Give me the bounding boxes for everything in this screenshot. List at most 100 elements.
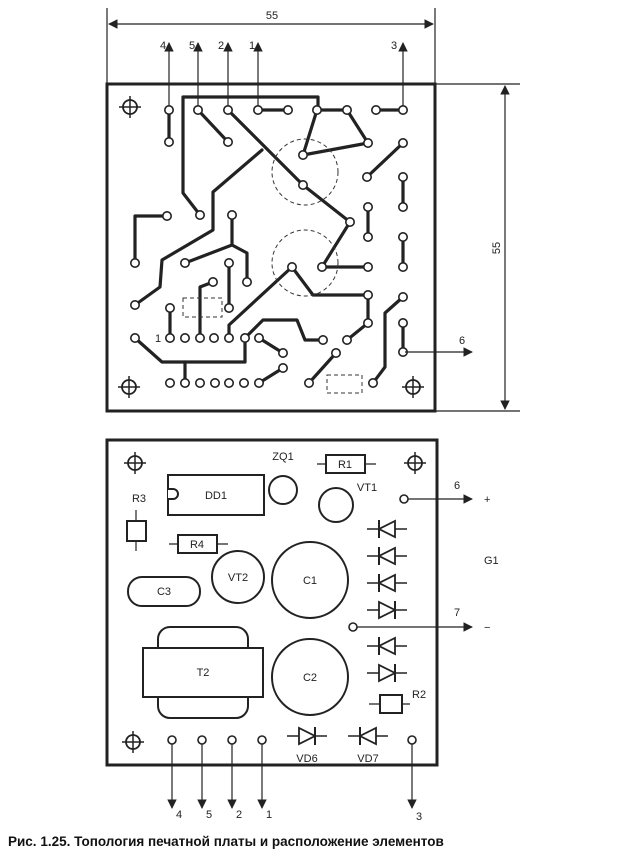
solder-pad [180,332,191,343]
dimension-width: 55 [106,8,436,83]
solder-pad [297,150,308,161]
solder-pad [227,210,238,221]
solder-pad [209,332,220,343]
g1-label: G1 [484,555,499,567]
terminal-7-label: 7 [454,607,460,619]
bottom-pin-label-4: 4 [176,809,182,821]
solder-pad [165,377,176,388]
solder-pad [164,137,175,148]
c3-label: C3 [157,586,171,598]
dd1-label: DD1 [205,490,227,502]
figure-caption: Рис. 1.25. Топология печатной платы и ра… [8,834,444,849]
mounting-hole-icon [402,376,424,398]
solder-pad [362,202,373,213]
top-pin-label-2: 2 [218,40,224,52]
solder-pad [341,334,352,345]
diode-icon [367,636,407,656]
component-c1: C1 [271,541,349,619]
diode-icon [367,519,407,539]
dimension-height-label: 55 [491,242,503,254]
component-r1: R1 [317,454,376,474]
solder-pad [223,105,234,116]
component-outlines-dashed [182,138,363,394]
solder-pad [180,257,191,268]
component-dd1: DD1 [167,474,265,516]
solder-pad [397,291,408,302]
solder-pad [362,289,373,300]
component-r2: R2 [369,689,426,714]
diode-icon [348,726,388,746]
bottom-board-outline [105,438,439,767]
top-pin-label-1: 1 [249,40,255,52]
mounting-hole-icon [124,452,146,474]
solder-pad [362,261,373,272]
c1-label: C1 [303,575,317,587]
solder-pad [344,217,355,228]
terminal-6-label: 6 [454,480,460,492]
vt1-label: VT1 [357,482,377,494]
solder-pad [239,377,250,388]
component-vd7: VD7 [348,726,388,765]
solder-pad [130,332,141,343]
solder-pad [397,261,408,272]
component-vd6: VD6 [287,726,327,765]
terminal-7-sign: − [484,622,490,634]
solder-pad [277,347,288,358]
top-board-outline [105,82,437,413]
solder-pad [317,334,328,345]
solder-pad [370,105,381,116]
r1-label: R1 [338,459,352,471]
solder-pad [297,180,308,191]
bottom-pin-label-1: 1 [266,809,272,821]
output-label-6: 6 [459,335,465,347]
bottom-pin-label-3: 3 [416,811,422,823]
solder-pad [195,210,206,221]
solder-pad [311,105,322,116]
solder-pad [242,276,253,287]
solder-pad [210,377,221,388]
solder-pad [240,332,251,343]
solder-pad [397,202,408,213]
c2-label: C2 [303,672,317,684]
solder-pad [180,377,191,388]
diode-bridge [367,519,407,683]
solder-pad [224,332,235,343]
r4-label: R4 [190,539,204,551]
copper-traces [133,95,405,385]
vd6-label: VD6 [296,753,317,765]
mounting-hole-icon [118,96,426,753]
solder-pad [254,377,265,388]
t2-label: T2 [197,667,210,679]
diode-icon [367,546,407,566]
solder-pad [367,377,378,388]
vd7-label: VD7 [357,753,378,765]
component-t2: T2 [142,626,264,719]
solder-pad [164,105,175,116]
solder-pad [253,105,264,116]
bottom-pin-label-2: 2 [236,809,242,821]
r2-label: R2 [412,689,426,701]
solder-pad [162,211,173,222]
ic-pin1-label: 1 [155,333,161,345]
solder-pad [165,302,176,313]
solder-pad [277,362,288,373]
solder-pad [361,172,372,183]
solder-pad [193,105,204,116]
component-vt1: VT1 [318,482,377,523]
vt2-label: VT2 [228,572,248,584]
solder-pad [165,332,176,343]
terminal-7-minus: 7 − [348,607,490,634]
solder-pad [282,105,293,116]
r3-label: R3 [132,493,146,505]
solder-pad [397,317,408,328]
component-r3: R3 [126,493,147,551]
solder-pad [397,232,408,243]
output-arrow-6: 6 [405,335,473,357]
solder-pad [397,105,408,116]
top-pin-label-3: 3 [391,40,397,52]
mounting-hole-icon [404,452,426,474]
solder-pad [223,137,234,148]
bottom-pin-label-5: 5 [206,809,212,821]
solder-pad [362,317,373,328]
